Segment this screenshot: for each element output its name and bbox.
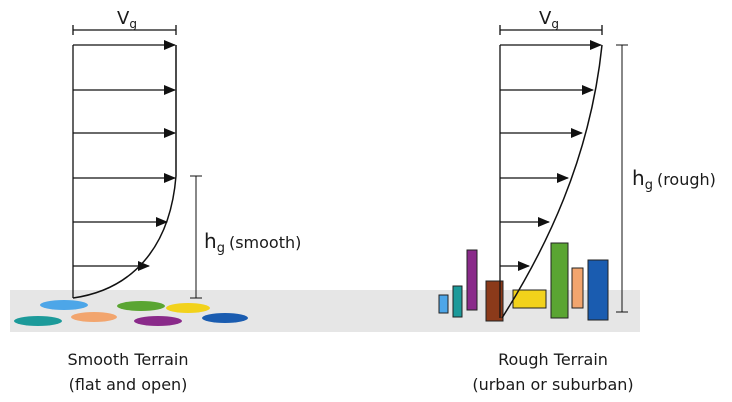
- velocity-arrows: [500, 40, 602, 271]
- building: [452, 285, 463, 318]
- velocity-profile-curve: [501, 44, 603, 319]
- ground-blob: [202, 313, 248, 323]
- building: [571, 267, 584, 309]
- building: [550, 242, 569, 319]
- vg-label: Vg: [539, 8, 559, 31]
- vg-label: Vg: [117, 8, 137, 31]
- smooth-terrain-caption: Smooth Terrain: [68, 350, 189, 369]
- ground-blob: [40, 300, 88, 310]
- rough-terrain-buildings: [438, 242, 609, 322]
- smooth-terrain-subcaption: (flat and open): [69, 375, 188, 394]
- ground-blob: [14, 316, 62, 326]
- building: [466, 249, 478, 311]
- ground-blob: [166, 303, 210, 313]
- velocity-profile-curve: [72, 45, 177, 299]
- right-panel: Vg hg(rough) Rough Terrain (urban or sub…: [438, 8, 716, 394]
- velocity-arrows: [73, 40, 176, 271]
- ground-blob: [117, 301, 165, 311]
- hg-smooth-label: hg(smooth): [204, 229, 301, 256]
- ground-blob: [134, 316, 182, 326]
- hg-rough-label: hg(rough): [632, 166, 716, 193]
- rough-terrain-subcaption: (urban or suburban): [472, 375, 633, 394]
- left-panel: Vg hg(smooth) Smooth Terrain (flat and o…: [14, 8, 301, 394]
- rough-terrain-caption: Rough Terrain: [498, 350, 608, 369]
- smooth-terrain-ground: [14, 300, 248, 326]
- building: [587, 259, 609, 321]
- building: [485, 280, 504, 322]
- ground-blob: [71, 312, 117, 322]
- building: [438, 294, 449, 314]
